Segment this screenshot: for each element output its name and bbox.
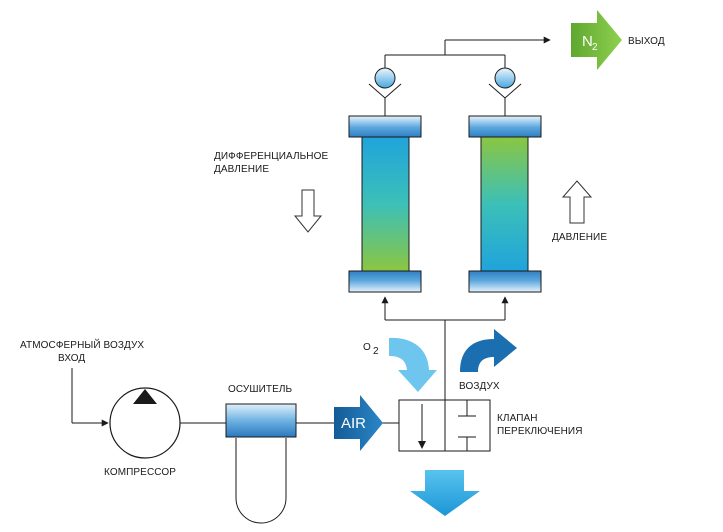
differential-pressure-label-line1: ДИФФЕРЕНЦИАЛЬНОЕ bbox=[214, 151, 328, 162]
air-exhaust-label: ВОЗДУХ bbox=[459, 381, 500, 392]
pressure-label: ДАВЛЕНИЕ bbox=[552, 232, 607, 243]
nitrogen-arrow-label: N bbox=[582, 33, 593, 50]
compressor-label: КОМПРЕССОР bbox=[104, 467, 176, 478]
atmospheric-air-label-line2: ВХОД bbox=[58, 353, 85, 364]
switching-valve-label-line1: КЛАПАН bbox=[497, 413, 538, 424]
oxygen-arrow bbox=[389, 337, 437, 392]
pressure-arrow bbox=[561, 180, 593, 224]
air-arrow-label: AIR bbox=[341, 415, 366, 432]
switching-valve-label-line2: ПЕРЕКЛЮЧЕНИЯ bbox=[497, 426, 583, 437]
dryer-label: ОСУШИТЕЛЬ bbox=[228, 384, 293, 395]
nitrogen-outlet-arrow: N 2 bbox=[571, 10, 622, 70]
dryer bbox=[225, 403, 297, 524]
oxygen-label: O bbox=[363, 342, 371, 353]
compressor bbox=[109, 387, 181, 459]
exhaust-down-arrow bbox=[410, 470, 480, 516]
oxygen-label-subscript: 2 bbox=[373, 346, 379, 357]
adsorber-column-left bbox=[348, 115, 422, 293]
nitrogen-arrow-subscript: 2 bbox=[592, 42, 598, 53]
air-inlet-arrow: AIR bbox=[334, 395, 383, 451]
differential-pressure-arrow bbox=[293, 189, 323, 233]
adsorber-column-right bbox=[468, 115, 542, 293]
air-exhaust-arrow bbox=[460, 329, 517, 372]
atmospheric-air-input-line bbox=[71, 368, 109, 427]
check-valve-left bbox=[368, 67, 402, 116]
check-valve-right bbox=[488, 67, 522, 116]
atmospheric-air-label-line1: АТМОСФЕРНЫЙ ВОЗДУХ bbox=[20, 338, 144, 351]
valve-manifold bbox=[381, 296, 509, 400]
outlet-piping bbox=[384, 36, 551, 68]
differential-pressure-label-line2: ДАВЛЕНИЕ bbox=[214, 164, 269, 175]
switching-valve bbox=[398, 399, 491, 452]
outlet-label: ВЫХОД bbox=[628, 36, 665, 47]
